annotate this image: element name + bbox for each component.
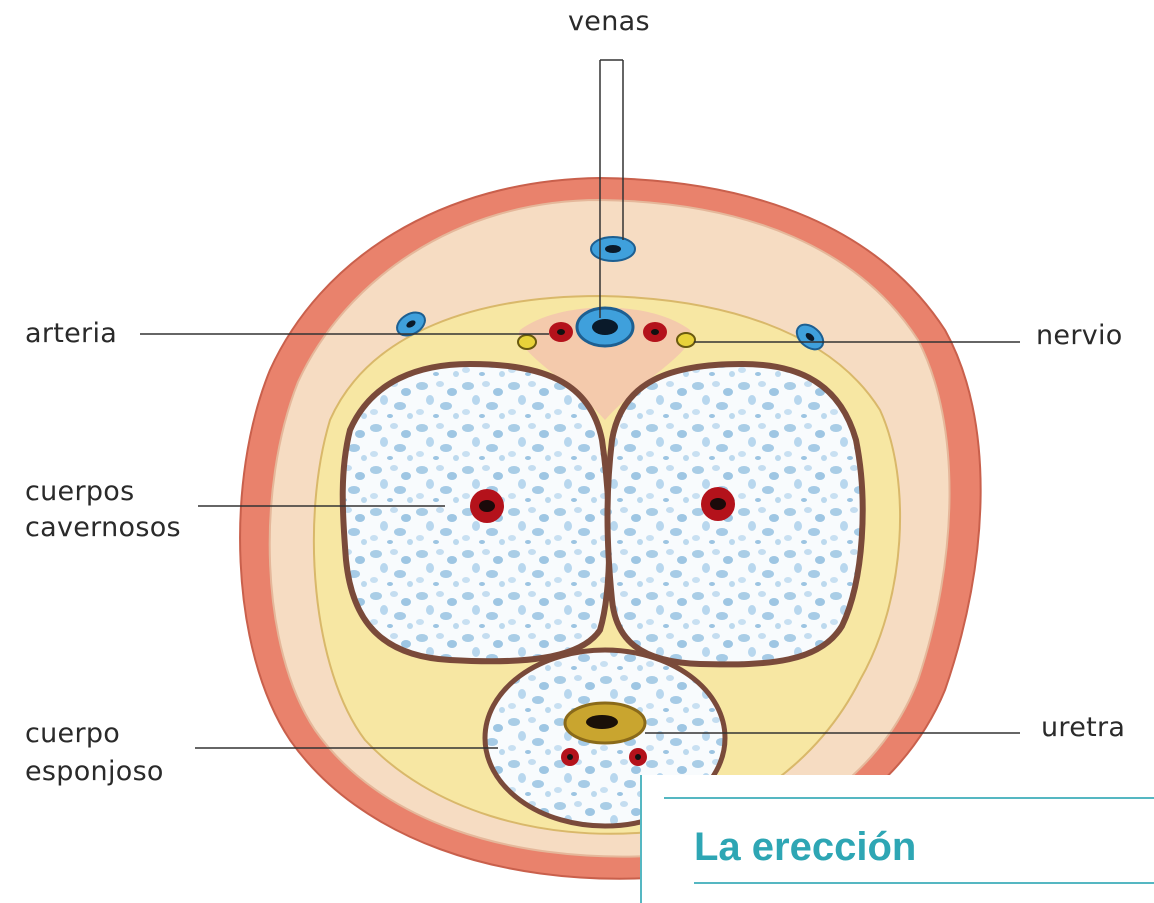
dorsal-nerve-left (518, 335, 536, 349)
section-title: La erección (694, 825, 916, 870)
corpus-cavernosum-right (608, 364, 863, 664)
label-venas: venas (568, 4, 650, 40)
label-cavernosos: cavernosos (25, 510, 181, 546)
label-esponjoso: esponjoso (25, 754, 164, 790)
title-underline (694, 882, 1154, 884)
label-nervio: nervio (1036, 318, 1123, 354)
section-card: La erección (640, 775, 1154, 903)
label-uretra: uretra (1041, 710, 1125, 746)
label-cuerpo: cuerpo (25, 716, 120, 752)
dorsal-nerve-right (677, 333, 695, 347)
label-cuerpos: cuerpos (25, 474, 135, 510)
card-top-rule (664, 797, 1154, 799)
label-arteria: arteria (25, 316, 117, 352)
